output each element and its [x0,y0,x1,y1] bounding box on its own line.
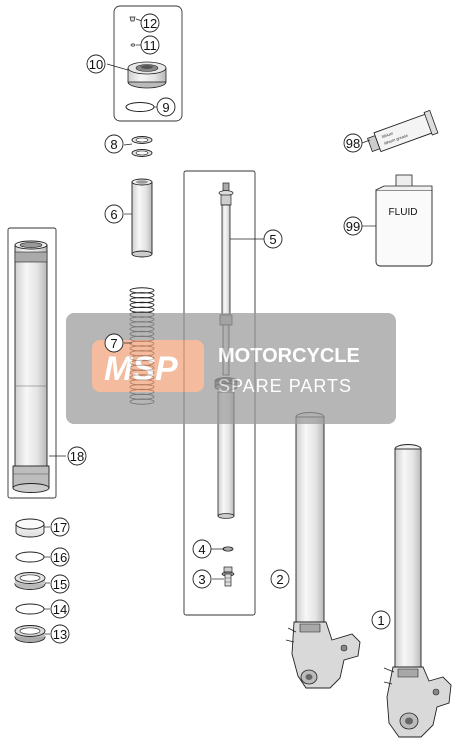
callout-3: 3 [192,569,212,589]
group-box-outer-tube [7,227,57,499]
callout-number: 14 [53,602,67,617]
callout-8: 8 [104,134,124,154]
callout-circle [104,204,124,224]
callout-14: 14 [50,599,70,619]
part-6-spacer-tube [131,178,153,258]
spring-coil [129,292,155,299]
callout-2: 2 [270,569,290,589]
callout-number: 99 [346,219,360,234]
callout-9: 9 [156,97,176,117]
callout-number: 18 [70,449,84,464]
spring-coil [129,287,155,294]
callout-10: 10 [86,54,106,74]
callout-circle [371,610,391,630]
callout-16: 16 [50,547,70,567]
callout-13: 13 [50,624,70,644]
callout-number: 4 [198,542,205,557]
callout-number: 3 [198,572,205,587]
callout-circle [50,574,70,594]
part-17-bushing [15,518,45,538]
callout-4: 4 [192,539,212,559]
callout-circle [104,333,124,353]
part-13-dust-seal [14,625,46,643]
callout-circle [50,599,70,619]
callout-number: 98 [346,136,360,151]
callout-11: 11 [140,35,160,55]
part-18-outer-tube [12,240,50,493]
callout-circle [50,624,70,644]
watermark-logo: MSP [104,350,178,388]
grease-tube-line1: lithium [381,130,394,139]
callout-number: 10 [89,57,103,72]
callout-number: 1 [377,613,384,628]
callout-1: 1 [371,610,391,630]
part-9-ring [125,102,155,112]
part-14-ring [15,603,45,615]
callout-circle [270,569,290,589]
spring-coil [129,306,155,313]
leader-lines [44,18,376,635]
part-98-grease-tube: lithium lithium grease [367,109,439,153]
part-16-ring [15,551,45,563]
callout-number: 7 [110,336,117,351]
part-10-top-cap [127,61,167,89]
watermark: MSP MOTORCYCLE SPARE PARTS [66,313,396,424]
callout-12: 12 [140,13,160,33]
callout-number: 5 [269,232,276,247]
part-15-seal [14,572,46,590]
callout-number: 12 [143,16,157,31]
spring-coil [129,301,155,309]
callout-circle [67,446,87,466]
callout-circle [104,134,124,154]
callout-circle [192,569,212,589]
callout-17: 17 [50,517,70,537]
callout-circle [192,539,212,559]
callout-circle [50,547,70,567]
callout-circle [140,35,160,55]
callout-number: 16 [53,550,67,565]
callout-circle [343,133,363,153]
callout-99: 99 [343,216,363,236]
spring-coil [129,296,155,304]
callout-5: 5 [263,229,283,249]
callout-circle [343,216,363,236]
callout-6: 6 [104,204,124,224]
part-2-fork-leg [285,412,361,689]
part-11-washer [130,43,136,47]
callout-circle [140,13,160,33]
callout-number: 13 [53,627,67,642]
callout-18: 18 [67,446,87,466]
callout-number: 17 [53,520,67,535]
callout-number: 8 [110,137,117,152]
callout-number: 6 [110,207,117,222]
callout-circle [50,517,70,537]
watermark-title: MOTORCYCLE [218,345,360,367]
callout-15: 15 [50,574,70,594]
fluid-label: FLUID [389,207,418,218]
callout-number: 11 [143,38,157,53]
part-99-fluid-container: FLUID [375,174,433,267]
part-3-valve [221,566,235,587]
callout-circle [263,229,283,249]
part-8-washers [131,136,153,157]
group-box-top [113,5,183,122]
callout-7: 7 [104,333,124,353]
callout-number: 15 [53,577,67,592]
part-1-fork-leg [383,444,452,738]
watermark-logo-bg [92,340,204,392]
part-12-screw [129,16,136,22]
callout-circle [86,54,106,74]
watermark-subtitle: SPARE PARTS [218,376,352,396]
callout-number: 9 [162,100,169,115]
callout-98: 98 [343,133,363,153]
callout-number: 2 [276,572,283,587]
callout-circle [156,97,176,117]
